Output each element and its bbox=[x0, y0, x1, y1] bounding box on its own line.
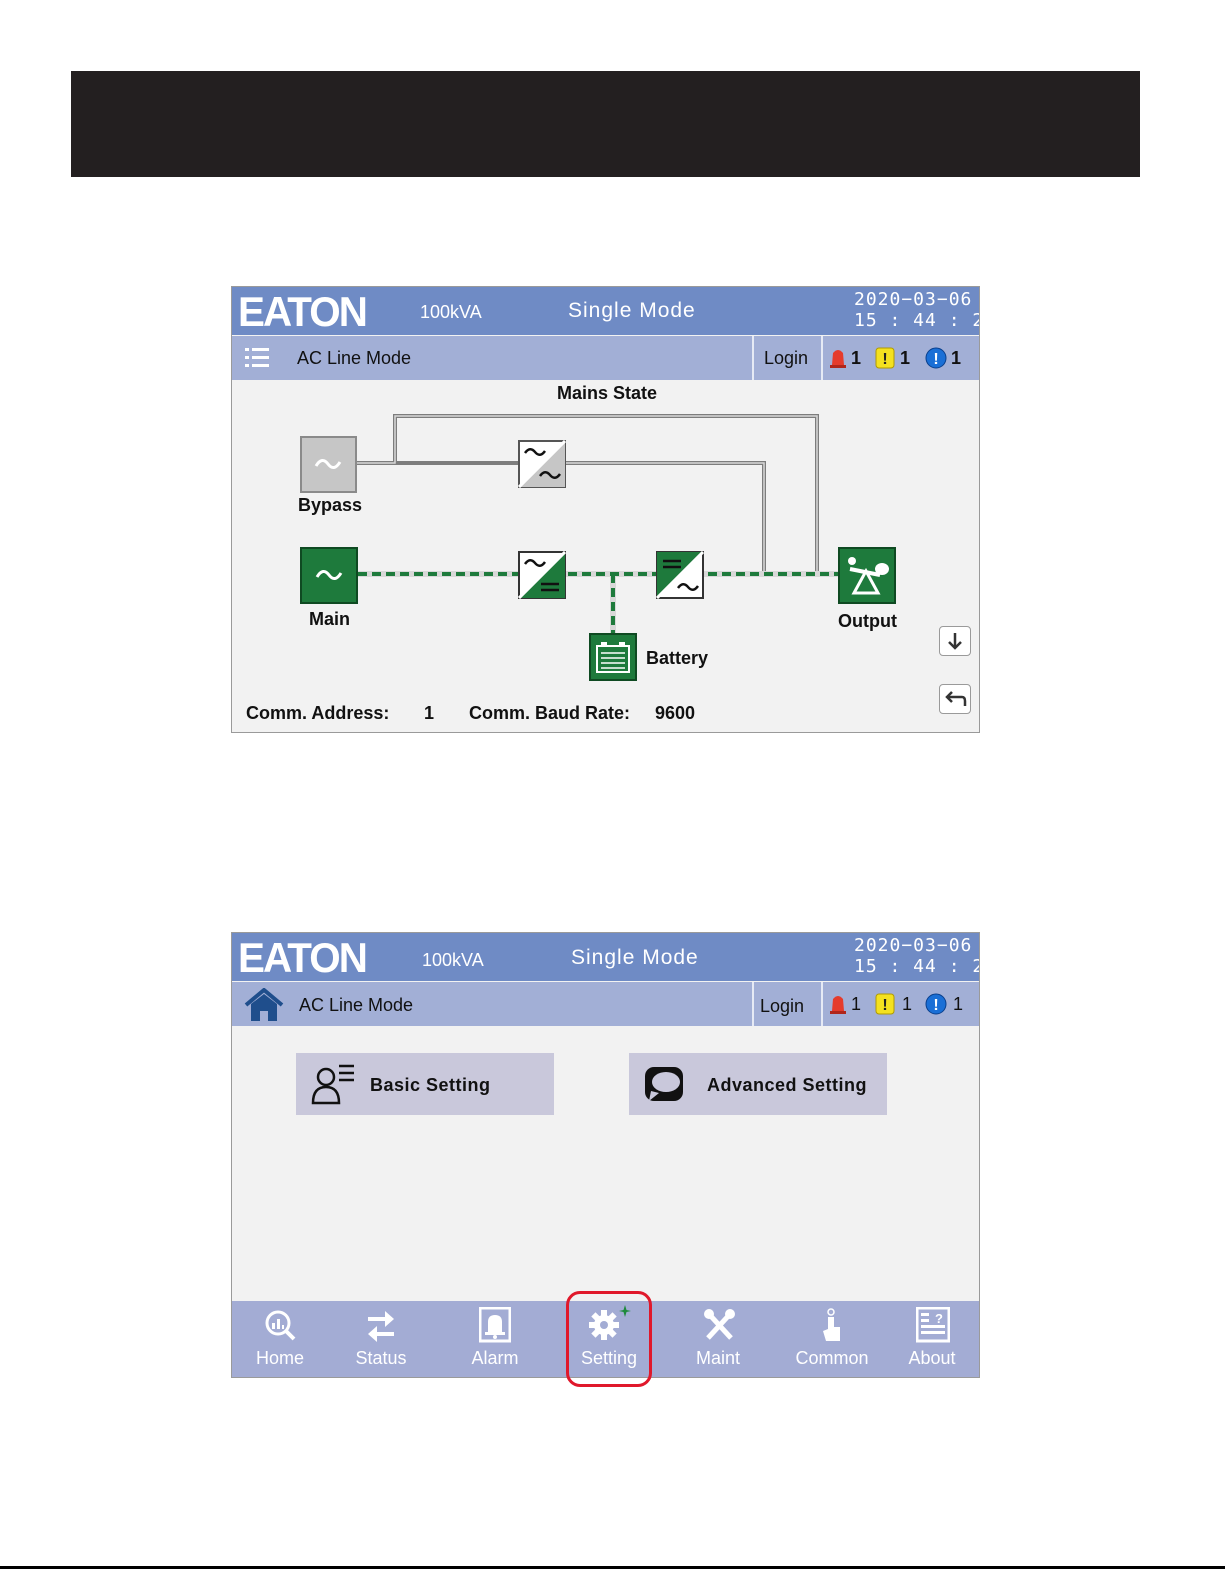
model-rating: 100kVA bbox=[420, 302, 482, 322]
critical-alarm-count: 1 bbox=[851, 994, 862, 1014]
user-settings-icon bbox=[311, 1064, 354, 1105]
nav-status[interactable]: Status bbox=[333, 1301, 429, 1377]
return-icon bbox=[945, 691, 967, 706]
login-label: Login bbox=[760, 996, 805, 1016]
basic-setting-button[interactable]: Basic Setting bbox=[296, 1053, 554, 1115]
operating-mode-label: AC Line Mode bbox=[299, 995, 414, 1015]
comm-baud-label: Comm. Baud Rate: bbox=[469, 703, 631, 723]
comm-baud-value: 9600 bbox=[655, 703, 696, 723]
output-label: Output bbox=[838, 611, 897, 631]
time: 15 : 44 : 22 bbox=[854, 310, 979, 331]
home-search-icon bbox=[265, 1310, 296, 1341]
nav-setting[interactable]: Setting bbox=[561, 1301, 657, 1377]
login-label: Login bbox=[764, 348, 809, 368]
power-flow-lines bbox=[357, 414, 838, 636]
setting-highlight-callout bbox=[566, 1291, 652, 1387]
svg-text:EATON: EATON bbox=[238, 939, 366, 975]
svg-text:!: ! bbox=[933, 997, 938, 1014]
info-count: 1 bbox=[953, 994, 964, 1014]
bypass-label: Bypass bbox=[298, 495, 363, 515]
date: 2020−03−06 bbox=[854, 289, 973, 310]
ups-screen-settings: EATON 100kVA Single Mode 2020−03−06 15 :… bbox=[231, 932, 980, 1378]
nav-home-label: Home bbox=[255, 1348, 304, 1368]
nav-status-label: Status bbox=[355, 1348, 407, 1368]
return-button[interactable] bbox=[939, 684, 971, 714]
comm-address-label: Comm. Address: bbox=[246, 703, 390, 723]
info-doc-icon: ? bbox=[916, 1307, 950, 1343]
nav-alarm-label: Alarm bbox=[471, 1348, 519, 1368]
nav-setting-label: Setting bbox=[580, 1348, 638, 1368]
info-count: 1 bbox=[951, 348, 962, 368]
warning-icon[interactable]: ! bbox=[875, 347, 895, 369]
home-icon[interactable] bbox=[244, 988, 284, 1022]
svg-text:?: ? bbox=[935, 1311, 943, 1326]
info-icon[interactable]: ! bbox=[925, 347, 947, 369]
touch-hand-icon bbox=[823, 1308, 840, 1341]
mode-subheader: AC Line Mode Login 1 ! 1 ! 1 bbox=[232, 982, 979, 1026]
svg-text:!: ! bbox=[882, 997, 887, 1014]
top-banner bbox=[71, 71, 1140, 177]
main-label: Main bbox=[309, 609, 351, 629]
warning-count: 1 bbox=[900, 348, 911, 368]
svg-text:!: ! bbox=[933, 351, 938, 368]
battery-label: Battery bbox=[646, 648, 709, 668]
speech-bubble-icon bbox=[645, 1067, 683, 1101]
nav-common[interactable]: Common bbox=[784, 1301, 880, 1377]
diagram-title: Mains State bbox=[557, 383, 658, 403]
nav-home[interactable]: Home bbox=[232, 1301, 328, 1377]
datetime: 2020−03−06 15 : 44 : 22 bbox=[854, 289, 979, 331]
eaton-logo: EATON bbox=[238, 939, 368, 975]
gear-icon bbox=[589, 1305, 631, 1340]
critical-alarm-icon[interactable] bbox=[828, 347, 848, 369]
main-source-icon[interactable] bbox=[300, 547, 358, 604]
nav-alarm[interactable]: Alarm bbox=[447, 1301, 543, 1377]
list-menu-icon[interactable] bbox=[242, 344, 274, 372]
bottom-nav-bar: Home Status Alarm bbox=[232, 1301, 979, 1377]
nav-about-label: About bbox=[908, 1348, 956, 1368]
operating-mode-label: AC Line Mode bbox=[297, 348, 412, 368]
datetime: 2020−03−06 15 : 44 : 22 bbox=[854, 935, 979, 977]
date: 2020−03−06 bbox=[854, 935, 973, 956]
warning-count: 1 bbox=[902, 994, 913, 1014]
nav-maint[interactable]: Maint bbox=[670, 1301, 766, 1377]
svg-text:!: ! bbox=[882, 351, 887, 368]
eaton-logo: EATON bbox=[238, 293, 368, 329]
system-mode: Single Mode bbox=[571, 946, 699, 969]
inverter-icon[interactable] bbox=[656, 551, 704, 599]
scroll-down-button[interactable] bbox=[939, 626, 971, 656]
login-button[interactable]: Login bbox=[752, 336, 823, 380]
basic-setting-label: Basic Setting bbox=[370, 1075, 491, 1095]
nav-common-label: Common bbox=[795, 1348, 869, 1368]
critical-alarm-count: 1 bbox=[851, 348, 862, 368]
login-button[interactable]: Login bbox=[752, 982, 823, 1026]
rectifier-icon[interactable] bbox=[518, 551, 566, 599]
bell-icon bbox=[479, 1307, 511, 1343]
model-rating: 100kVA bbox=[422, 950, 484, 970]
status-header: EATON 100kVA Single Mode 2020−03−06 15 :… bbox=[232, 933, 979, 981]
svg-text:EATON: EATON bbox=[238, 293, 366, 329]
info-icon[interactable]: ! bbox=[925, 993, 947, 1015]
advanced-setting-button[interactable]: Advanced Setting bbox=[629, 1053, 887, 1115]
bypass-source-icon[interactable] bbox=[300, 436, 357, 493]
battery-icon[interactable] bbox=[589, 633, 637, 681]
system-mode: Single Mode bbox=[568, 299, 696, 322]
ups-screen-mains-state: EATON 100kVA Single Mode 2020−03−06 15 :… bbox=[231, 286, 980, 733]
nav-about[interactable]: ? About bbox=[884, 1301, 979, 1377]
output-load-icon[interactable] bbox=[838, 547, 896, 604]
arrow-down-icon bbox=[948, 633, 962, 650]
bottom-rule bbox=[0, 1566, 1225, 1569]
status-header: EATON 100kVA Single Mode 2020−03−06 15 :… bbox=[232, 287, 979, 335]
transfer-arrows-icon bbox=[368, 1311, 394, 1342]
warning-icon[interactable]: ! bbox=[875, 993, 895, 1015]
critical-alarm-icon[interactable] bbox=[828, 993, 848, 1015]
tools-icon bbox=[704, 1309, 735, 1340]
advanced-setting-label: Advanced Setting bbox=[707, 1075, 868, 1095]
time: 15 : 44 : 22 bbox=[854, 956, 979, 977]
static-switch-icon[interactable] bbox=[518, 440, 566, 488]
comm-address-value: 1 bbox=[424, 703, 435, 723]
nav-maint-label: Maint bbox=[695, 1348, 740, 1368]
power-flow-diagram: Mains State Bypass Main bbox=[232, 380, 979, 732]
mode-subheader: AC Line Mode Login 1 ! 1 ! 1 bbox=[232, 336, 979, 380]
